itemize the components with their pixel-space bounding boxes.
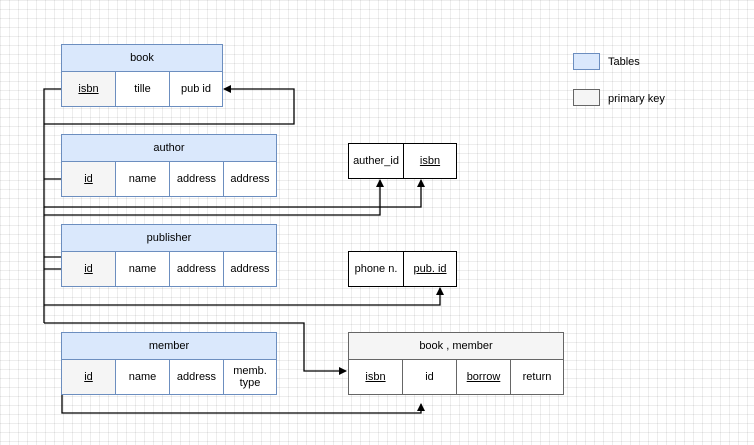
table-cell: borrow [456, 359, 511, 395]
table-cell: name [115, 161, 170, 197]
relation-isbn-cell: isbn [403, 143, 457, 179]
relation-phone-cell: phone n. [348, 251, 404, 287]
table-cell: id [402, 359, 457, 395]
table-cell: tille [115, 71, 170, 107]
table-cell: id [61, 161, 116, 197]
table-cell: address [169, 359, 224, 395]
edge-member-to-bookmember-id [61, 377, 425, 414]
table-header: book [61, 44, 223, 72]
table-cell: isbn [348, 359, 403, 395]
table-book[interactable]: book isbn tille pub id [61, 44, 223, 107]
table-cell: id [61, 251, 116, 287]
table-cell: address [169, 161, 224, 197]
table-header: book , member [348, 332, 564, 360]
relation-pubid-cell: pub. id [403, 251, 457, 287]
legend-tables-label: Tables [608, 56, 640, 68]
table-cell: name [115, 251, 170, 287]
table-header: member [61, 332, 277, 360]
edge-to-bookmember [44, 322, 347, 375]
table-header: author [61, 134, 277, 162]
table-member[interactable]: member id name address memb. type [61, 332, 277, 395]
edge-publisher-to-pubid [44, 256, 440, 306]
table-cell: isbn [61, 71, 116, 107]
table-cell: id [61, 359, 116, 395]
table-header: publisher [61, 224, 277, 252]
relation-autherid-cell: auther_id [348, 143, 404, 179]
legend-primary-key-label: primary key [608, 93, 665, 105]
table-cell: address [223, 251, 277, 287]
table-author[interactable]: author id name address address [61, 134, 277, 197]
legend-primary-key-swatch [573, 89, 600, 106]
table-cell: address [169, 251, 224, 287]
legend-tables-swatch [573, 53, 600, 70]
edge-author-to-autherid [44, 179, 380, 216]
table-cell: return [510, 359, 564, 395]
edge-to-isbn [44, 179, 425, 208]
table-cell: address [223, 161, 277, 197]
edge-book-to-pubid [44, 85, 295, 125]
table-cell: memb. type [223, 359, 277, 395]
table-book-member[interactable]: book , member isbn id borrow return [348, 332, 564, 395]
table-publisher[interactable]: publisher id name address address [61, 224, 277, 287]
trunk-line [43, 88, 62, 323]
table-cell: name [115, 359, 170, 395]
table-cell: pub id [169, 71, 223, 107]
